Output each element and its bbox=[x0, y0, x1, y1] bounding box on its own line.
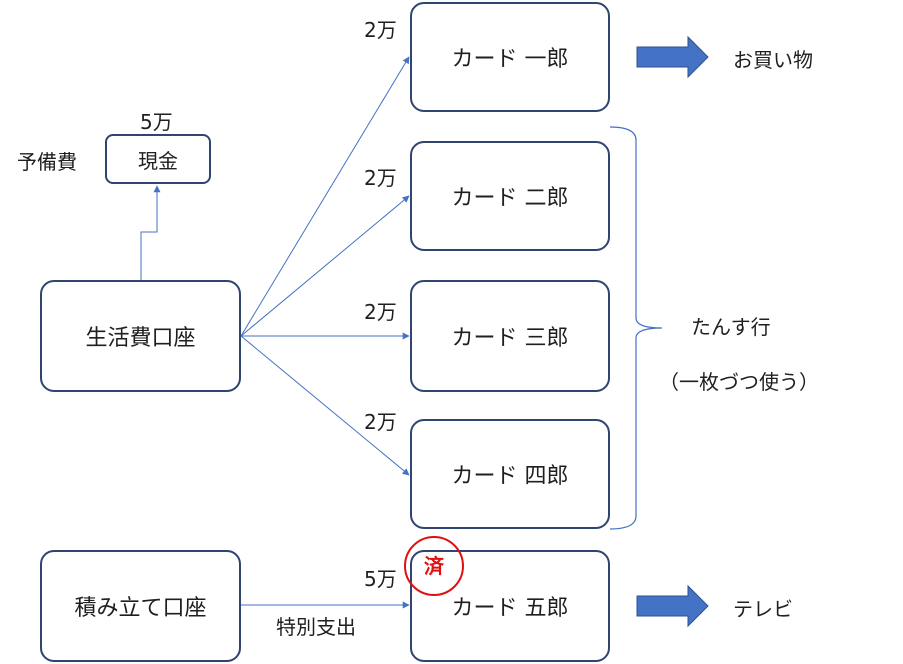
card-box-4: カード 四郎 bbox=[410, 419, 610, 529]
card-label-2: カード 二郎 bbox=[451, 186, 569, 211]
done-stamp: 済 bbox=[404, 536, 464, 596]
drawer-note-line2: （一枚づつ使う） bbox=[659, 370, 819, 394]
output-tv: テレビ bbox=[733, 597, 793, 621]
block-arrow-tv bbox=[636, 584, 709, 628]
block-arrow-shopping bbox=[636, 35, 709, 79]
card-box-2: カード 二郎 bbox=[410, 141, 610, 251]
connector-to-card-4 bbox=[240, 335, 410, 476]
card-amount-2: 2万 bbox=[364, 166, 397, 190]
card-label-3: カード 三郎 bbox=[451, 326, 569, 351]
card-label-1: カード 一郎 bbox=[451, 47, 569, 72]
card-amount-1: 2万 bbox=[364, 18, 397, 42]
cash-box: 現金 bbox=[105, 134, 211, 184]
connector-to-card-1 bbox=[240, 56, 410, 337]
living-account-box: 生活費口座 bbox=[40, 280, 241, 392]
output-shopping: お買い物 bbox=[733, 48, 813, 72]
savings-account-box: 積み立て口座 bbox=[40, 550, 241, 662]
card-label-4: カード 四郎 bbox=[451, 464, 569, 489]
done-stamp-text: 済 bbox=[424, 554, 444, 578]
drawer-note-line1: たんす行 bbox=[691, 315, 771, 339]
card-box-1: カード 一郎 bbox=[410, 2, 610, 112]
savings-account-label: 積み立て口座 bbox=[74, 596, 207, 621]
reserve-amount: 5万 bbox=[140, 110, 173, 134]
special-expense-label: 特別支出 bbox=[276, 615, 356, 639]
living-account-label: 生活費口座 bbox=[85, 326, 196, 351]
reserve-label: 予備費 bbox=[17, 150, 77, 174]
card-amount-4: 2万 bbox=[364, 410, 397, 434]
card-amount-5: 5万 bbox=[364, 567, 397, 591]
card-label-5: カード 五郎 bbox=[451, 596, 569, 621]
right-brace bbox=[609, 126, 663, 530]
connector-living-to-cash bbox=[140, 185, 161, 280]
card-box-3: カード 三郎 bbox=[410, 280, 610, 392]
card-amount-3: 2万 bbox=[364, 300, 397, 324]
connector-to-card-2 bbox=[240, 195, 410, 337]
cash-label: 現金 bbox=[138, 148, 178, 173]
